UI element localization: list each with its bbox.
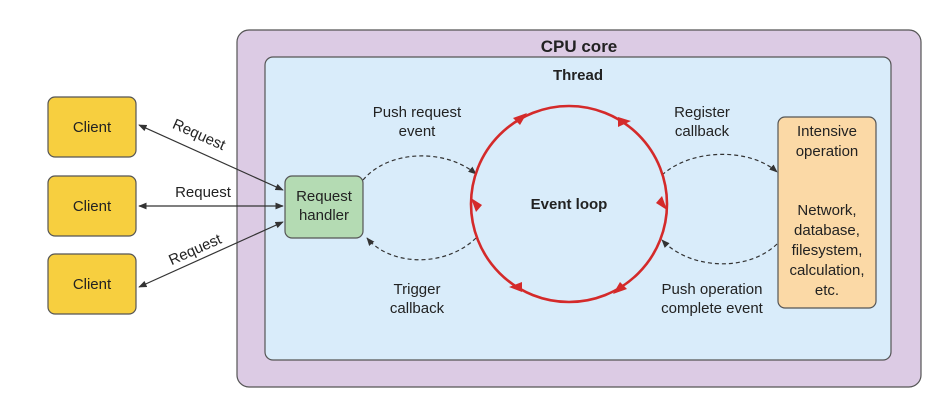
request-arrow-3: [138, 221, 284, 288]
trigger-callback-label-1: Trigger: [394, 281, 441, 298]
event-loop: Event loop: [469, 104, 669, 304]
push-operation-complete-label-2: complete event: [661, 300, 764, 317]
client-2: Client: [47, 175, 137, 237]
client-3-label: Client: [73, 276, 112, 293]
push-request-event-label-2: event: [399, 123, 437, 140]
operation-example-1: Network,: [797, 202, 856, 219]
push-operation-complete-label-1: Push operation: [662, 281, 763, 298]
loop-arrowhead-2: [618, 117, 631, 127]
event-loop-label: Event loop: [531, 196, 608, 213]
request-handler-line2: handler: [299, 207, 349, 224]
request-handler-line1: Request: [296, 188, 353, 205]
operation-example-5: etc.: [815, 282, 839, 299]
operation-example-4: calculation,: [789, 262, 864, 279]
client-1-label: Client: [73, 119, 112, 136]
request-label-1: Request: [170, 116, 229, 155]
intensive-operation: Intensive operation Network, database, f…: [777, 116, 877, 309]
push-operation-complete-arrow: [661, 239, 778, 265]
operation-example-3: filesystem,: [792, 242, 863, 259]
loop-arrowhead-6: [471, 198, 482, 212]
request-label-2: Request: [175, 184, 232, 201]
client-2-label: Client: [73, 198, 112, 215]
thread-title: Thread: [553, 67, 603, 84]
client-1: Client: [47, 96, 137, 158]
trigger-callback-label-2: callback: [390, 300, 445, 317]
cpu-core-title: CPU core: [541, 37, 618, 56]
request-arrow-1: [138, 124, 284, 191]
request-handler: Request handler: [284, 175, 364, 239]
loop-arrowhead-1: [513, 113, 527, 125]
trigger-callback-arrow: [366, 237, 477, 261]
intensive-operation-title-2: operation: [796, 143, 859, 160]
register-callback-arrow: [661, 153, 778, 176]
event-loop-circle: [469, 104, 669, 304]
loop-arrowhead-5: [509, 282, 522, 292]
request-label-3: Request: [166, 230, 225, 269]
loop-arrowhead-3: [656, 196, 667, 210]
loop-arrowhead-4: [613, 282, 627, 294]
intensive-operation-title-1: Intensive: [797, 123, 857, 140]
register-callback-label-1: Register: [674, 104, 730, 121]
register-callback-label-2: callback: [675, 123, 730, 140]
client-3: Client: [47, 253, 137, 315]
push-request-event-label-1: Push request: [373, 104, 462, 121]
operation-example-2: database,: [794, 222, 860, 239]
